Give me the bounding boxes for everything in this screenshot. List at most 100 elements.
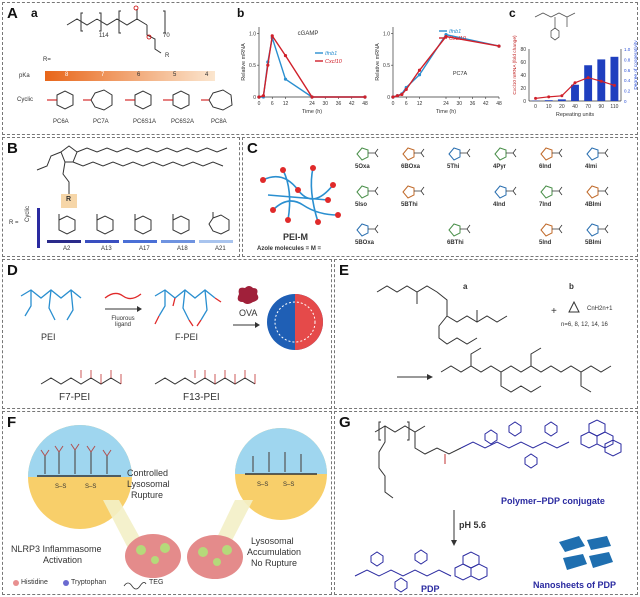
panel-c-label: C xyxy=(247,140,258,157)
chart-c-cooperativity-point-2 xyxy=(560,94,564,98)
amine-a-1: PC7A xyxy=(93,119,109,125)
chart-b1-ytick-label-1: 0.5 xyxy=(249,63,256,69)
chart-c-xtick-label-6: 110 xyxy=(610,104,618,110)
accum-label-3: No Rupture xyxy=(251,558,298,568)
azole-label-4BImi: 4BImi xyxy=(585,202,602,208)
amine-rings-a xyxy=(47,89,233,111)
chart-c-bar-1 xyxy=(544,100,553,101)
pka-gradient-bar xyxy=(45,71,215,81)
azole-ring-5Oxa xyxy=(356,147,369,161)
azole-structure-5Thi xyxy=(448,147,471,161)
e-b-label: b xyxy=(569,282,574,291)
azole-structure-5BImi xyxy=(586,223,609,237)
amine-bar-b-4 xyxy=(199,240,233,243)
lipidoid-product xyxy=(440,347,612,393)
accum-label-1: Lysosomal xyxy=(251,536,294,546)
azole-structure-5BOxa xyxy=(356,223,379,237)
panel-a-label: A xyxy=(7,5,18,22)
cyclic-bar-b xyxy=(37,208,40,248)
chart-c-y2tick-label-2: 0.4 xyxy=(624,78,631,83)
azole-acid-6BThi xyxy=(460,224,471,234)
amine-b-3: A18 xyxy=(177,246,188,252)
chart-b1-series-1-point-3 xyxy=(270,34,274,38)
azole-structure-5Iso xyxy=(356,185,379,199)
azole-ring-5Thi xyxy=(448,147,461,161)
chart-b1-xtick-label-4: 30 xyxy=(322,101,328,107)
amine-bar-b-0 xyxy=(47,240,81,243)
chart-b1-legend-label-0: Ifnb1 xyxy=(325,51,337,57)
chart-b2-legend-label-1: Cxcl10 xyxy=(449,36,467,42)
lipid-r: R xyxy=(66,196,72,203)
polymer-r: R xyxy=(165,53,170,59)
legend-histidine: Histidine xyxy=(21,579,48,586)
pei-scaffold xyxy=(20,289,82,321)
azole-label-4Ind: 4Ind xyxy=(493,202,506,208)
chart-b2-annotation: PC7A xyxy=(453,71,468,77)
azole-structure-6Ind xyxy=(540,147,563,161)
panel-b-label: B xyxy=(7,140,18,157)
chart-b2-ylabel: Relative mRNA xyxy=(375,43,381,81)
azole-structure-4Ind xyxy=(494,185,517,199)
amine-b-0: A2 xyxy=(63,246,71,252)
amine-a-3: PC6S2A xyxy=(171,119,195,125)
azole-label-5Iso: 5Iso xyxy=(355,202,368,208)
azole-structure-4BImi xyxy=(586,185,609,199)
svg-text:S–S: S–S xyxy=(85,484,96,490)
fluorous-ligand-label: Fluorous ligand xyxy=(111,316,135,328)
azole-label-7Ind: 7Ind xyxy=(539,202,552,208)
azole-acid-4BImi xyxy=(598,186,609,196)
e-plus: + xyxy=(551,306,557,317)
chart-b2-ytick-label-0: 0 xyxy=(387,95,390,101)
panel-e: E a b + CnH2n+1 n=6, 8, 12, 14, 16 xyxy=(334,259,638,409)
chart-b1-series-1-point-0 xyxy=(257,95,261,99)
chart-c-xtick-label-0: 0 xyxy=(534,104,537,110)
azole-structure-6BThi xyxy=(448,223,471,237)
pka-tick-1: 7 xyxy=(101,72,105,78)
chart-c-xtick-label-2: 20 xyxy=(559,104,565,110)
chart-c-ytick-label-1: 20 xyxy=(520,86,526,92)
azole-ring-5BOxa xyxy=(356,223,369,237)
chart-b1-series-0-point-4 xyxy=(283,77,288,81)
legend-teg: TEG xyxy=(149,579,164,586)
azole-ring-4Ind xyxy=(494,185,507,199)
azole-ring-7Ind xyxy=(540,185,553,199)
azole-ring-5Ind xyxy=(540,223,553,237)
chart-c-xtick-label-3: 40 xyxy=(572,104,578,110)
azole-acid-5BOxa xyxy=(368,224,379,234)
chart-b1-series-1-point-6 xyxy=(363,95,367,99)
fpei-scaffold xyxy=(154,289,222,327)
chart-b2-series-1-point-6 xyxy=(497,44,501,48)
chart-b2-series-1-point-3 xyxy=(404,87,408,91)
chart-b1-xtick-label-0: 0 xyxy=(258,101,261,107)
nanosheets-icon xyxy=(559,536,613,570)
azole-structure-5Oxa xyxy=(356,147,379,161)
chart-b2-series-1-point-2 xyxy=(400,92,404,97)
chart-b1-title: cGAMP xyxy=(298,31,319,37)
lipid-structure xyxy=(36,145,228,208)
panel-g-label: G xyxy=(339,414,351,431)
panel-g: G Polymer–PDP conjugate pH 5.6 PDP Nanos… xyxy=(334,411,638,595)
chart-b2-xtick-label-6: 42 xyxy=(483,101,489,107)
azole-acid-4Ind xyxy=(506,186,517,196)
azole-label-5BThi: 5BThi xyxy=(401,202,418,208)
arrow-e xyxy=(397,374,433,380)
cyclic-label-a: Cyclic xyxy=(17,97,33,103)
rupture-label: Rupture xyxy=(131,490,164,500)
e-chain: CnH2n+1 xyxy=(587,306,613,312)
chart-b2-series-0-point-4 xyxy=(417,73,422,77)
panel-f: F S–S S–S Controlled Lysosomal Rupture N… xyxy=(2,411,332,595)
chart-b1-xtick-label-1: 6 xyxy=(271,101,274,107)
chart-c-xtick-label-4: 70 xyxy=(585,104,591,110)
controlled-label: Controlled xyxy=(127,468,169,478)
chart-b2-xtick-label-1: 6 xyxy=(405,101,408,107)
azole-label-4Imi: 4Imi xyxy=(585,164,598,170)
chart-b2-series-1-line xyxy=(392,35,500,98)
chart-c-y2tick-label-3: 0.6 xyxy=(624,68,631,73)
azole-ring-5Iso xyxy=(356,185,369,199)
chart-c-y2tick-label-0: 0 xyxy=(624,99,627,104)
chart-b1-series-0-line xyxy=(259,37,365,98)
accum-label-2: Accumulation xyxy=(247,547,302,557)
chart-b2-legend-label-0: Ifnb1 xyxy=(449,29,461,35)
amine-rings-b xyxy=(58,212,230,235)
chart-c-bar-6 xyxy=(610,56,619,101)
